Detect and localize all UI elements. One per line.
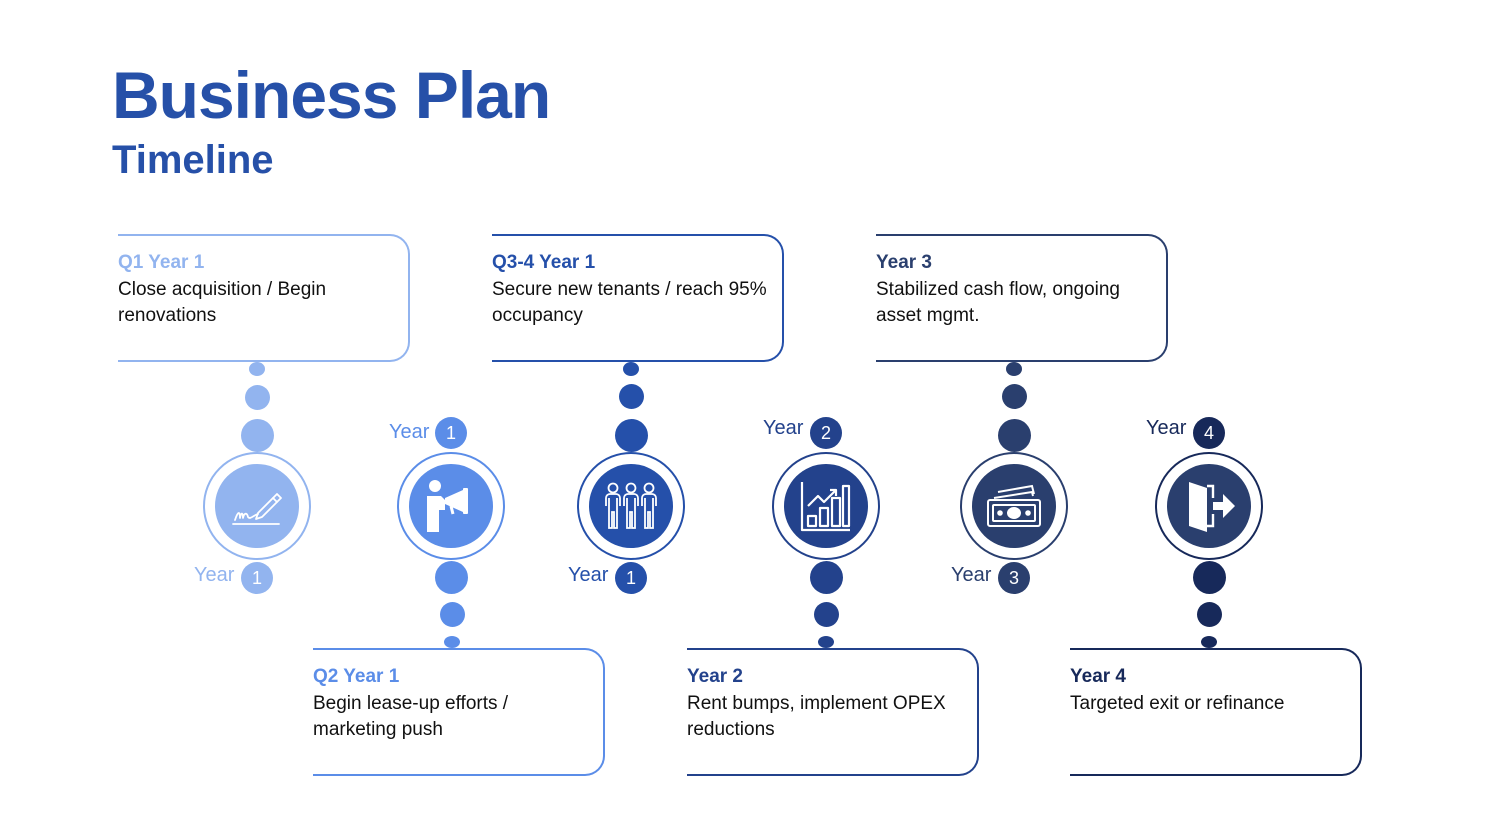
signature-pen-icon: [232, 493, 282, 525]
tenants-group-icon: [605, 482, 657, 529]
year-number-badge: 1: [241, 562, 273, 594]
stage-heading: Q2 Year 1: [313, 666, 400, 687]
stage-description: Rent bumps, implement OPEX reductions: [687, 693, 946, 740]
connector-dot: [623, 362, 639, 376]
page-subtitle: Timeline: [112, 138, 274, 182]
year-number-badge: 1: [615, 562, 647, 594]
year-number-badge: 3: [998, 562, 1030, 594]
year-number-badge: 2: [810, 417, 842, 449]
page-title: Business Plan: [112, 58, 551, 132]
connector-dot: [1201, 636, 1217, 648]
connector-dot: [1197, 602, 1222, 627]
connector-dot: [435, 561, 468, 594]
connector-dot: [245, 385, 270, 410]
stage-icon-ring: [1155, 452, 1263, 560]
stage-heading: Year 3: [876, 252, 932, 273]
stage-card: Year 4 Targeted exit or refinance: [1070, 648, 1362, 776]
stage-description: Stabilized cash flow, ongoing asset mgmt…: [876, 279, 1120, 326]
stage-icon-ring: [577, 452, 685, 560]
stage-icon-ring: [960, 452, 1068, 560]
stage-card: Year 2 Rent bumps, implement OPEX reduct…: [687, 648, 979, 776]
stage-card: Q3-4 Year 1 Secure new tenants / reach 9…: [492, 234, 784, 362]
connector-dot: [1193, 561, 1226, 594]
connector-dot: [810, 561, 843, 594]
connector-dot: [619, 384, 644, 409]
stage-icon-ring: [397, 452, 505, 560]
stage-card: Q1 Year 1 Close acquisition / Begin reno…: [118, 234, 410, 362]
year-label: Year: [951, 564, 992, 586]
stage-description: Close acquisition / Begin renovations: [118, 279, 327, 326]
connector-dot: [615, 419, 648, 452]
connector-dot: [440, 602, 465, 627]
stage-card: Year 3 Stabilized cash flow, ongoing ass…: [876, 234, 1168, 362]
year-label: Year: [568, 564, 609, 586]
year-label: Year: [1146, 417, 1187, 439]
stage-icon-ring: [772, 452, 880, 560]
year-label: Year: [763, 417, 804, 439]
connector-dot: [444, 636, 460, 648]
connector-dot: [1002, 384, 1027, 409]
stage-heading: Q1 Year 1: [118, 252, 205, 273]
stage-card: Q2 Year 1 Begin lease-up efforts / marke…: [313, 648, 605, 776]
connector-dot: [249, 362, 265, 376]
stage-description: Targeted exit or refinance: [1070, 693, 1285, 714]
megaphone-person-icon: [427, 480, 468, 532]
year-number-badge: 1: [435, 417, 467, 449]
year-label: Year: [194, 564, 235, 586]
connector-dot: [814, 602, 839, 627]
stage-heading: Year 2: [687, 666, 743, 687]
year-label: Year: [389, 421, 430, 443]
year-number-badge: 4: [1193, 417, 1225, 449]
connector-dot: [241, 419, 274, 452]
stage-description: Begin lease-up efforts / marketing push: [313, 693, 509, 740]
stage-icon-ring: [203, 452, 311, 560]
stage-heading: Q3-4 Year 1: [492, 252, 596, 273]
stage-heading: Year 4: [1070, 666, 1126, 687]
exit-door-icon: [1189, 482, 1235, 532]
connector-dot: [1006, 362, 1022, 376]
bar-chart-growth-icon: [800, 482, 851, 532]
stage-description: Secure new tenants / reach 95% occupancy: [492, 279, 767, 326]
cash-money-icon: [987, 484, 1041, 527]
connector-dot: [998, 419, 1031, 452]
connector-dot: [818, 636, 834, 648]
